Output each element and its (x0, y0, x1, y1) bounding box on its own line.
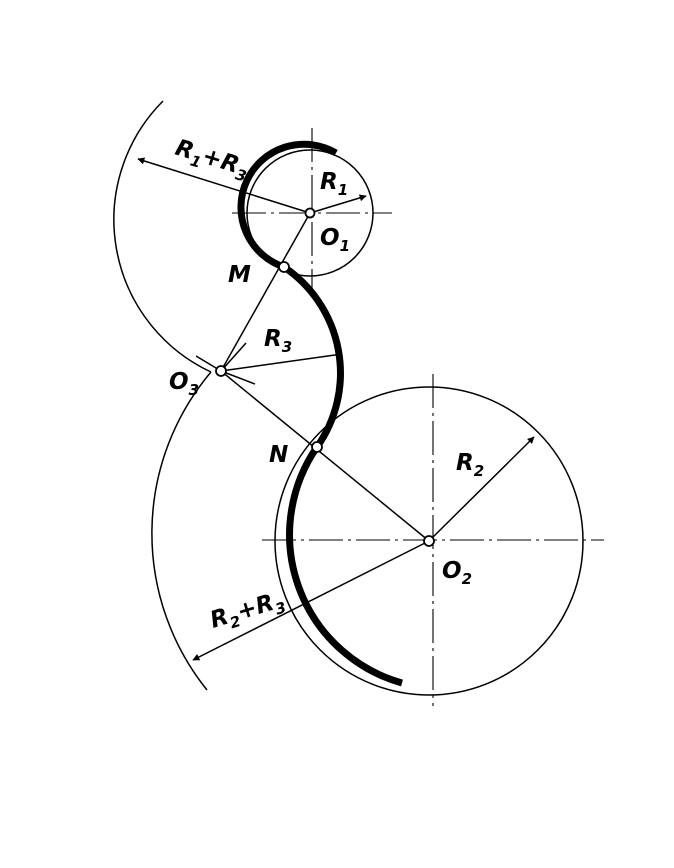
label-o2: O2 (442, 558, 472, 588)
label-r2: R2 (456, 450, 484, 480)
label-n: N (269, 442, 288, 468)
conjugation-arc-upper (237, 140, 338, 271)
arc-r2-plus-r3 (151, 371, 212, 691)
label-m: M (228, 262, 251, 288)
circle-o2 (274, 386, 584, 696)
point-o2 (423, 535, 435, 547)
dimension-r1-arrow (309, 194, 367, 214)
label-r1: R1 (320, 169, 348, 199)
conjugation-arc-middle (282, 264, 344, 450)
circle-o1 (246, 149, 374, 277)
dimension-r1-plus-r3-arrow (137, 157, 311, 214)
line-o3-o2 (220, 370, 430, 542)
arc-r1-plus-r3 (113, 100, 212, 373)
point-m (278, 261, 290, 273)
intersection-tick-a (220, 342, 247, 372)
line-o3-o1 (220, 212, 311, 372)
conjugation-arc-lower (286, 445, 403, 687)
point-n (311, 441, 323, 453)
label-o3: O3 (169, 369, 199, 399)
dimension-r2-plus-r3-arrow (192, 540, 430, 661)
point-o3 (215, 365, 227, 377)
intersection-tick-b (220, 370, 256, 385)
label-r3: R3 (264, 326, 292, 356)
center-axes (232, 128, 604, 706)
point-o1 (304, 207, 316, 219)
dimension-r3-arrow (220, 351, 343, 372)
label-o1: O1 (320, 225, 350, 255)
dimension-r2-arrow (428, 436, 535, 542)
label-r2-plus-r3: R2+R3 (207, 587, 288, 638)
label-r1-plus-r3: R1+R3 (171, 135, 252, 186)
